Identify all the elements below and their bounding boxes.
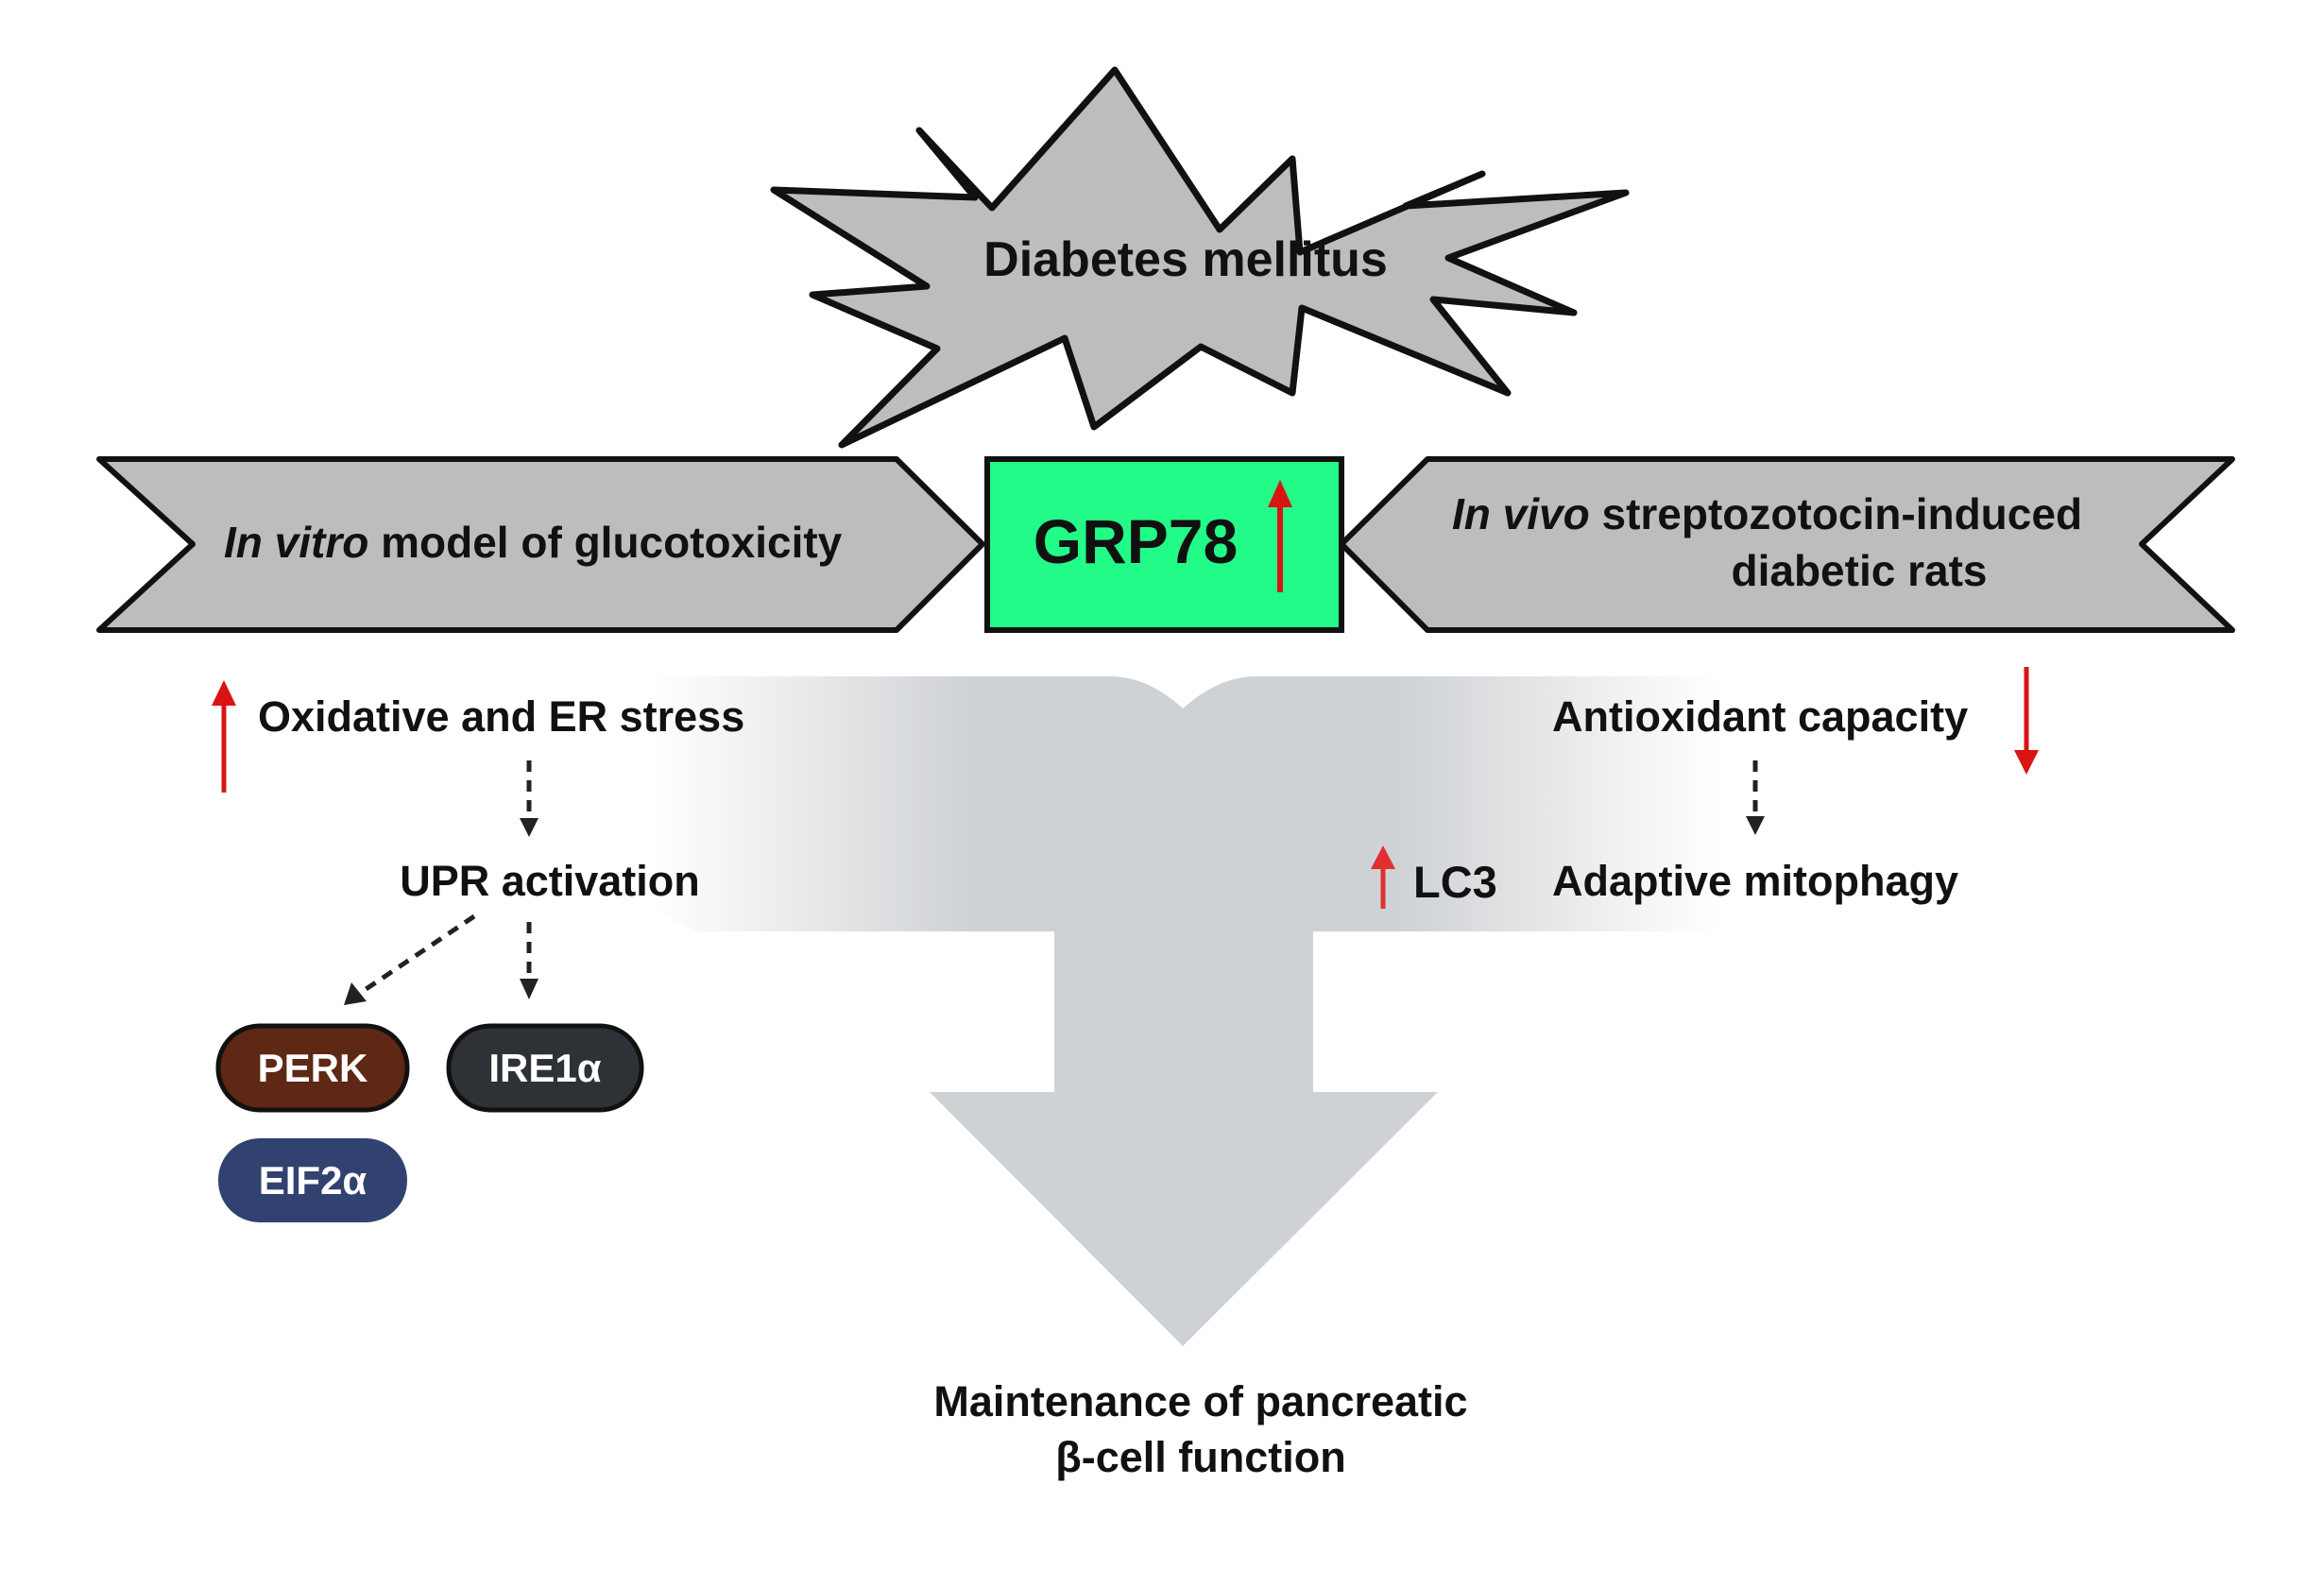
upr-label: UPR activation — [400, 857, 700, 905]
flow-band — [652, 676, 1719, 931]
right-model-italic: In vivo — [1452, 489, 1590, 538]
right-model-shape — [1339, 456, 2235, 633]
right-model-rest: streptozotocin-induced — [1590, 489, 2082, 538]
left-model-label: In vitro model of glucotoxicity — [224, 518, 843, 567]
left-model-shape — [96, 456, 985, 633]
outcome-line1: Maintenance of pancreatic — [933, 1377, 1467, 1425]
ire1-pill: IRE1α — [446, 1023, 644, 1113]
grp78-up-arrow-icon — [1268, 480, 1292, 592]
eif2-label: EIF2α — [259, 1158, 367, 1203]
lc3-label: LC3 — [1413, 857, 1497, 907]
left-model-arrow: In vitro model of glucotoxicity — [96, 456, 985, 633]
perk-label: PERK — [258, 1046, 368, 1090]
right-model-label-line2: diabetic rats — [1732, 546, 1988, 595]
left-branch: Oxidative and ER stress UPR activation P… — [212, 680, 744, 1222]
left-model-rest: model of glucotoxicity — [368, 518, 842, 567]
grp78-node: GRP78 — [984, 456, 1344, 633]
upr-to-perk-dashed-arrow-icon — [344, 913, 476, 1005]
left-model-italic: In vitro — [224, 518, 368, 567]
right-model-label-line1: In vivo streptozotocin-induced — [1452, 489, 2082, 538]
stress-up-arrow-icon — [212, 680, 236, 793]
outcome-line2: β-cell function — [1055, 1433, 1345, 1481]
antioxidant-label: Antioxidant capacity — [1552, 692, 1968, 741]
outcome: Maintenance of pancreatic β-cell functio… — [933, 1377, 1467, 1481]
ire1-label: IRE1α — [488, 1046, 601, 1090]
lc3-up-arrow-icon — [1371, 845, 1395, 909]
upr-to-ire1-dashed-arrow-icon — [520, 922, 538, 999]
perk-pill-shape — [215, 1023, 410, 1113]
right-model-arrow: In vivo streptozotocin-induced diabetic … — [1339, 456, 2235, 633]
grp78-label: GRP78 — [1034, 506, 1238, 576]
flow-arrow-shaft-head — [930, 926, 1438, 1346]
mitophagy-label: Adaptive mitophagy — [1552, 857, 1958, 905]
ire1-pill-shape — [446, 1023, 644, 1113]
diabetes-starburst: Diabetes mellitus — [770, 66, 1630, 449]
eif2-pill-shape — [218, 1138, 407, 1222]
stress-to-upr-dashed-arrow-icon — [520, 760, 538, 837]
flow-arrow — [652, 676, 1719, 1346]
starburst-shape — [770, 66, 1630, 449]
starburst-title: Diabetes mellitus — [983, 232, 1388, 287]
stress-label: Oxidative and ER stress — [258, 692, 744, 741]
antioxidant-to-mitophagy-dashed-arrow-icon — [1746, 760, 1765, 835]
eif2-pill: EIF2α — [218, 1138, 407, 1222]
perk-pill: PERK — [215, 1023, 410, 1113]
antioxidant-down-arrow-icon — [2014, 667, 2039, 775]
right-branch: Antioxidant capacity LC3 Adaptive mitoph… — [1371, 667, 2039, 909]
